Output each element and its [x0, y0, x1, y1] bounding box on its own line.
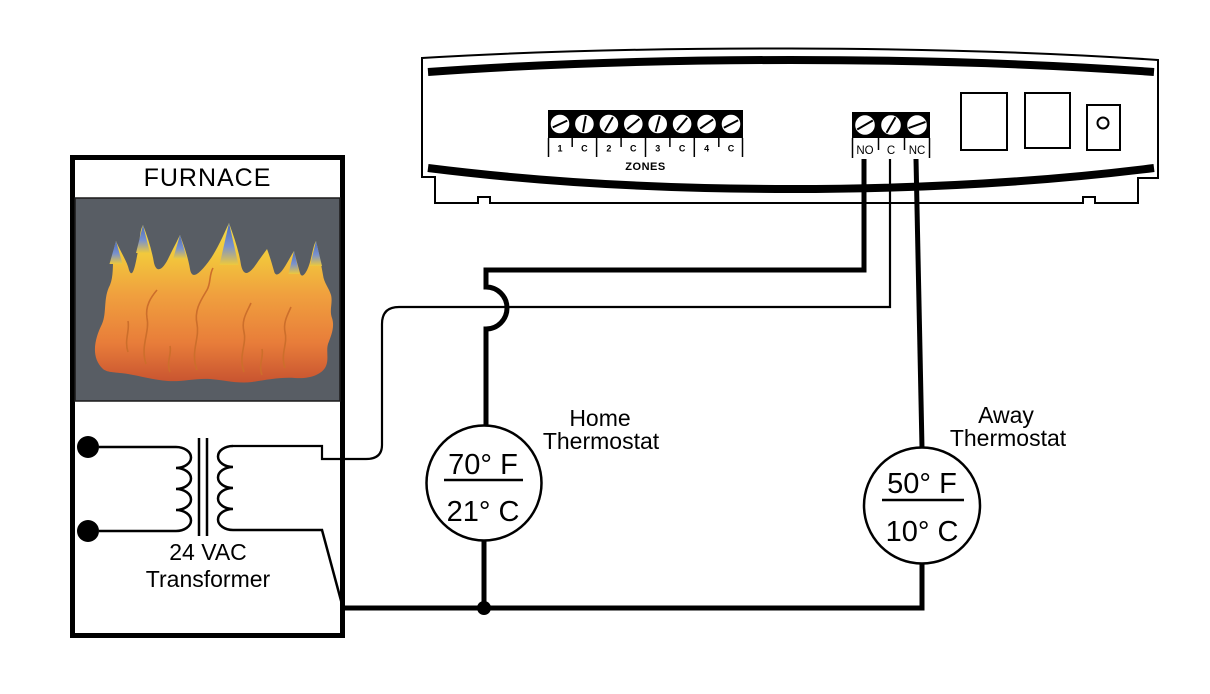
common-bottom-wire: [343, 564, 925, 611]
transformer-secondary-coil: [216, 444, 234, 532]
screw-icon: [572, 112, 597, 136]
flame-body: [94, 223, 334, 383]
power-jack: [1086, 104, 1121, 151]
transformer-symbol: [77, 436, 345, 609]
flame-inner-lines: [125, 267, 292, 376]
away-thermostat-name-line2: Thermostat: [950, 425, 1067, 451]
flame-blue-tips: [109, 223, 322, 274]
c-wire: [233, 159, 892, 461]
cutout-rect-right: [1024, 92, 1071, 149]
power-jack-hole-icon: [1096, 116, 1110, 130]
zone-label-dividers: [547, 138, 744, 157]
controller-bottom-band: [427, 164, 1155, 193]
zones-screws: [548, 112, 743, 136]
zone-controller: 1 C 2 C 3 C 4 C ZONES NO C: [421, 47, 1159, 204]
furnace-label: FURNACE: [144, 164, 272, 192]
screw-icon: [719, 112, 743, 136]
away-thermostat-circle: [862, 446, 982, 565]
zones-terminal-block: 1 C 2 C 3 C 4 C ZONES: [547, 110, 744, 173]
flame-image: [94, 223, 334, 383]
transformer-terminal-bottom: [77, 520, 99, 542]
relay-terminal-label-c: C: [887, 145, 895, 157]
zone-terminal-label: 1: [557, 144, 562, 154]
screw-icon: [694, 112, 719, 136]
no-wire: [483, 159, 867, 426]
zone-terminal-label: C: [581, 144, 588, 154]
screw-icon: [621, 112, 645, 136]
screw-icon: [904, 112, 930, 138]
relay-terminal-label-no: NO: [856, 145, 873, 157]
relay-screws: [852, 112, 930, 138]
screw-icon: [548, 112, 572, 136]
relay-terminal-label-nc: NC: [909, 145, 926, 157]
transformer-bottom-lead: [233, 528, 345, 609]
home-thermostat-name-line1: Home: [569, 405, 630, 431]
cutout-rect-left: [960, 92, 1008, 151]
transformer-label-line1: 24 VAC: [169, 539, 247, 565]
screw-icon: [852, 112, 878, 138]
home-temp-f: 70° F: [448, 449, 518, 481]
zones-group-label: ZONES: [625, 161, 665, 173]
screw-icon: [646, 112, 670, 136]
transformer-core: [197, 438, 209, 536]
zone-terminal-label: C: [728, 144, 735, 154]
controller-top-band: [427, 56, 1155, 76]
home-thermostat: 70° F 21° C Home Thermostat: [425, 405, 660, 542]
screw-icon: [878, 112, 904, 138]
home-thermostat-circle: [425, 424, 543, 542]
away-temp-c: 10° C: [886, 516, 959, 548]
screw-icon: [670, 112, 694, 136]
zone-terminal-label: 2: [606, 144, 611, 154]
zone-terminal-label: C: [630, 144, 637, 154]
home-temp-c: 21° C: [447, 496, 520, 528]
home-thermostat-name-line2: Thermostat: [543, 428, 660, 454]
transformer-terminal-top: [77, 436, 99, 458]
away-thermostat: 50° F 10° C Away Thermostat: [862, 402, 1067, 565]
furnace-box: FURNACE 24 VAC Transformer: [70, 155, 345, 638]
zone-terminal-label: 3: [655, 144, 660, 154]
screw-icon: [597, 112, 621, 136]
zone-terminal-label: 4: [704, 144, 709, 154]
transformer-label-line2: Transformer: [146, 566, 271, 592]
nc-wire: [913, 158, 925, 449]
transformer-primary-coil: [99, 445, 193, 533]
controller-outline: [421, 47, 1159, 204]
wiring: [233, 158, 925, 615]
relay-label-dividers: [851, 138, 931, 158]
away-thermostat-name-line1: Away: [978, 402, 1034, 428]
relay-terminal-block: NO C NC: [851, 112, 931, 158]
wire-junction-dot: [477, 601, 491, 615]
away-temp-f: 50° F: [887, 468, 957, 500]
zone-terminal-label: C: [679, 144, 686, 154]
